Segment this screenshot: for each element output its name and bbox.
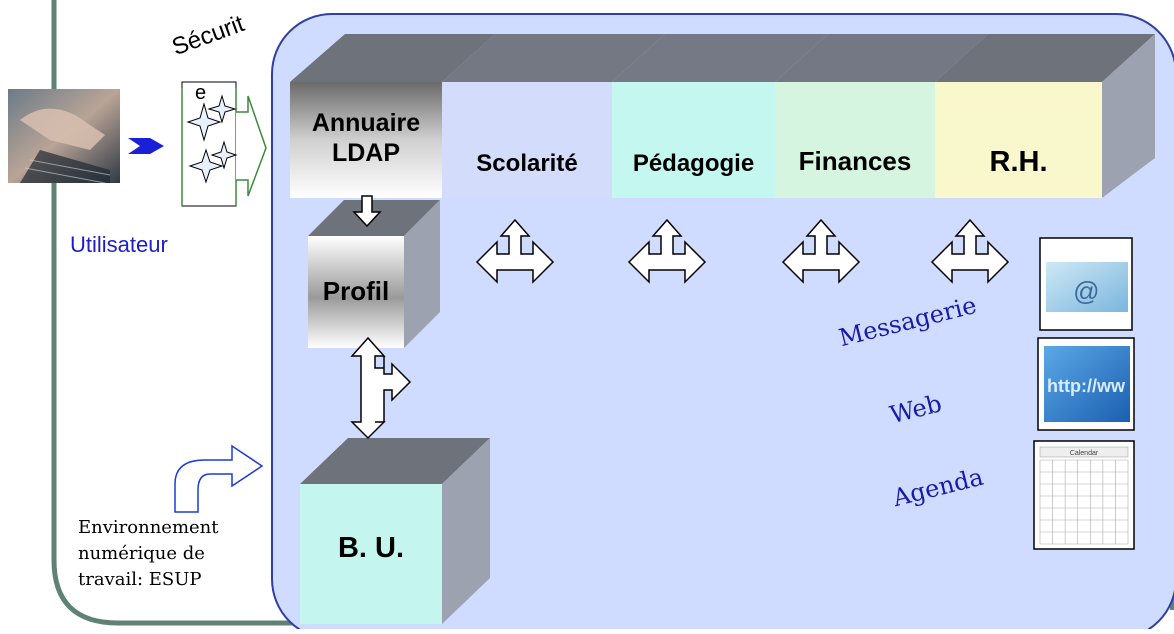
arrow-rh (930, 218, 1010, 284)
arrow-ldap-to-profil (352, 195, 382, 228)
web-thumbnail: http://ww (1037, 337, 1135, 431)
profil-label: Profil (322, 276, 390, 306)
securite-text-continued: e (195, 82, 207, 104)
box-profil (308, 200, 440, 348)
arrow-finances (781, 218, 861, 284)
scolarite-label: Scolarité (476, 150, 578, 177)
rh-label: R.H. (989, 146, 1048, 178)
bu-label: B. U. (337, 532, 405, 564)
environment-label-line-3: travail: ESUP (78, 569, 202, 590)
box-rh (935, 34, 1155, 198)
user-label: Utilisateur (70, 232, 168, 257)
arrow-pedagogie (627, 218, 707, 284)
calendar-title: Calendar (1070, 450, 1099, 457)
star-icon (186, 94, 238, 184)
environment-label-line-2: numérique de (78, 543, 205, 564)
pedagogie-label: Pédagogie (632, 150, 755, 177)
email-symbol: @ (1073, 276, 1099, 306)
user-photo (8, 89, 120, 184)
environment-arrow-icon (174, 444, 264, 513)
arrow-scolarite (475, 218, 555, 284)
email-thumbnail: @ (1039, 237, 1133, 331)
box-bu (300, 438, 490, 624)
calendar-thumbnail: Calendar (1033, 440, 1135, 550)
security-box (181, 81, 267, 207)
web-url-text: http://ww (1047, 376, 1126, 396)
finances-label: Finances (798, 146, 912, 176)
chevron-arrow-icon (128, 138, 164, 154)
environment-label-line-1: Environnement (78, 517, 219, 538)
arrow-profil-bu (350, 336, 412, 440)
